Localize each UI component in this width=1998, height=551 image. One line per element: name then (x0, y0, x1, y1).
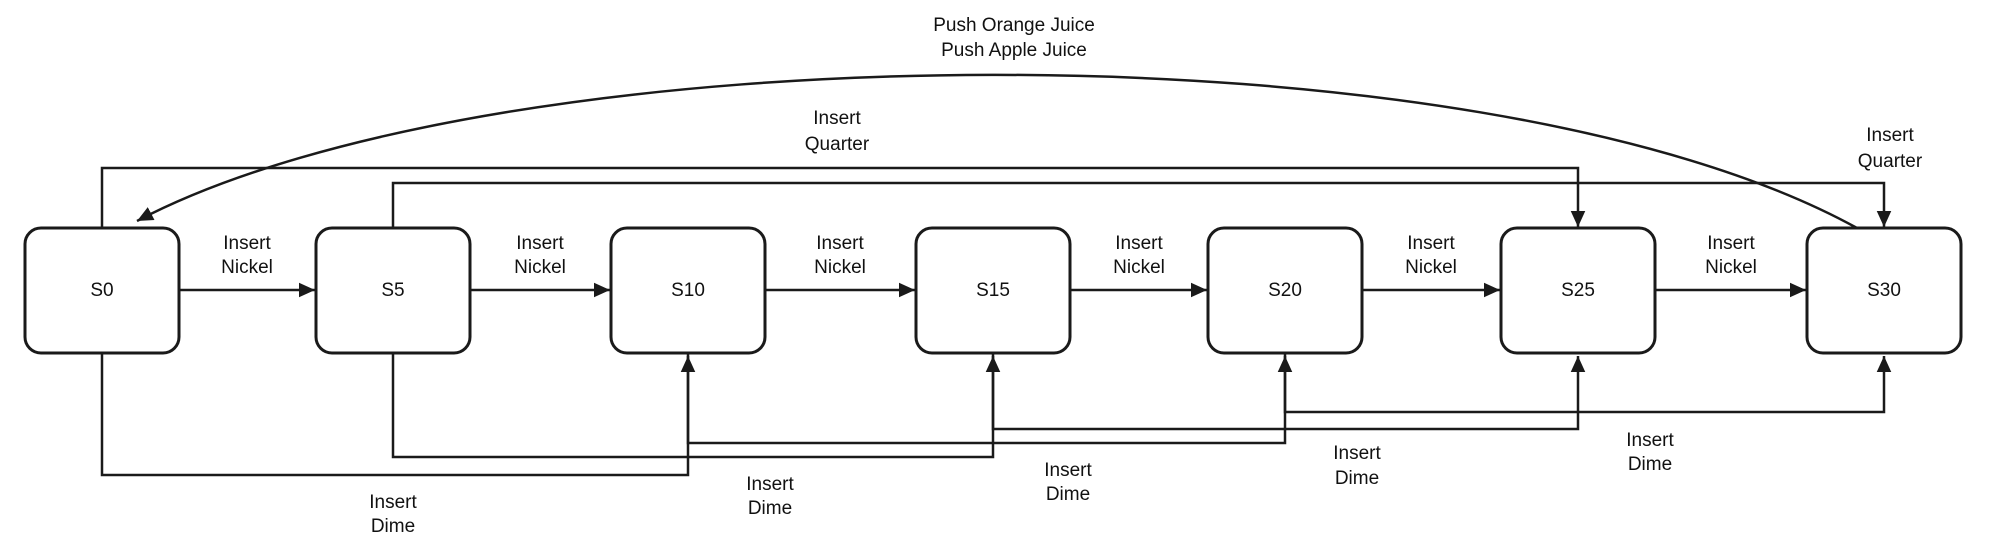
label-nickel-s5-s10-line1: Insert (516, 233, 564, 254)
state-s10-label: S10 (671, 280, 705, 301)
state-s15-label: S15 (976, 280, 1010, 301)
label-dime-s0-s10-line1: Insert (369, 492, 417, 513)
label-nickel-s25-s30-line2: Nickel (1705, 257, 1757, 278)
label-dime-s10-s20-line2: Dime (1046, 484, 1090, 505)
edge-dime-s15-s25 (991, 353, 1586, 431)
state-s0 (23, 226, 181, 355)
label-dime-s15-s25-line2: Dime (1335, 468, 1379, 489)
edges (100, 73, 1892, 477)
edge-quarter-s0-s25 (100, 166, 1586, 228)
label-nickel-s10-s15-line2: Nickel (814, 257, 866, 278)
state-s25-label: S25 (1561, 280, 1595, 301)
label-dime-s5-s15-line2: Dime (748, 498, 792, 519)
label-nickel-s20-s25-line2: Nickel (1405, 257, 1457, 278)
label-push-line2: Push Apple Juice (941, 40, 1087, 61)
state-s5 (314, 226, 472, 355)
label-nickel-s15-s20-line2: Nickel (1113, 257, 1165, 278)
state-s0-label: S0 (90, 280, 113, 301)
state-s10 (609, 226, 767, 355)
label-nickel-s15-s20-line1: Insert (1115, 233, 1163, 254)
state-s15 (914, 226, 1072, 355)
label-nickel-s10-s15-line1: Insert (816, 233, 864, 254)
label-nickel-s0-s5-line2: Nickel (221, 257, 273, 278)
label-dime-s5-s15-line1: Insert (746, 474, 794, 495)
label-dime-s0-s10-line2: Dime (371, 516, 415, 537)
label-push-line1: Push Orange Juice (933, 15, 1095, 36)
label-dime-s20-s30-line2: Dime (1628, 454, 1672, 475)
state-s30 (1805, 226, 1963, 355)
label-dime-s20-s30-line1: Insert (1626, 430, 1674, 451)
edge-dime-s20-s30 (1283, 353, 1892, 414)
label-nickel-s20-s25-line1: Insert (1407, 233, 1455, 254)
label-nickel-s25-s30-line1: Insert (1707, 233, 1755, 254)
state-nodes: S0 S5 S10 S15 S20 S25 S30 (23, 226, 1963, 355)
label-nickel-s5-s10-line2: Nickel (514, 257, 566, 278)
label-nickel-s0-s5-line1: Insert (223, 233, 271, 254)
edge-quarter-s5-s30 (391, 181, 1892, 228)
label-quarter-s0-s25-line2: Quarter (805, 134, 870, 155)
label-quarter-s5-s30-line1: Insert (1866, 125, 1914, 146)
edge-dime-s5-s15 (391, 353, 1001, 459)
state-s25 (1499, 226, 1657, 355)
edge-push-s30-s0 (136, 73, 1858, 230)
label-dime-s10-s20-line1: Insert (1044, 460, 1092, 481)
state-s30-label: S30 (1867, 280, 1901, 301)
label-dime-s15-s25-line1: Insert (1333, 443, 1381, 464)
label-quarter-s0-s25-line1: Insert (813, 108, 861, 129)
label-quarter-s5-s30-line2: Quarter (1858, 151, 1923, 172)
state-s20 (1206, 226, 1364, 355)
edge-labels: Push Orange Juice Push Apple Juice Inser… (221, 15, 1923, 537)
state-s20-label: S20 (1268, 280, 1302, 301)
state-s5-label: S5 (381, 280, 404, 301)
